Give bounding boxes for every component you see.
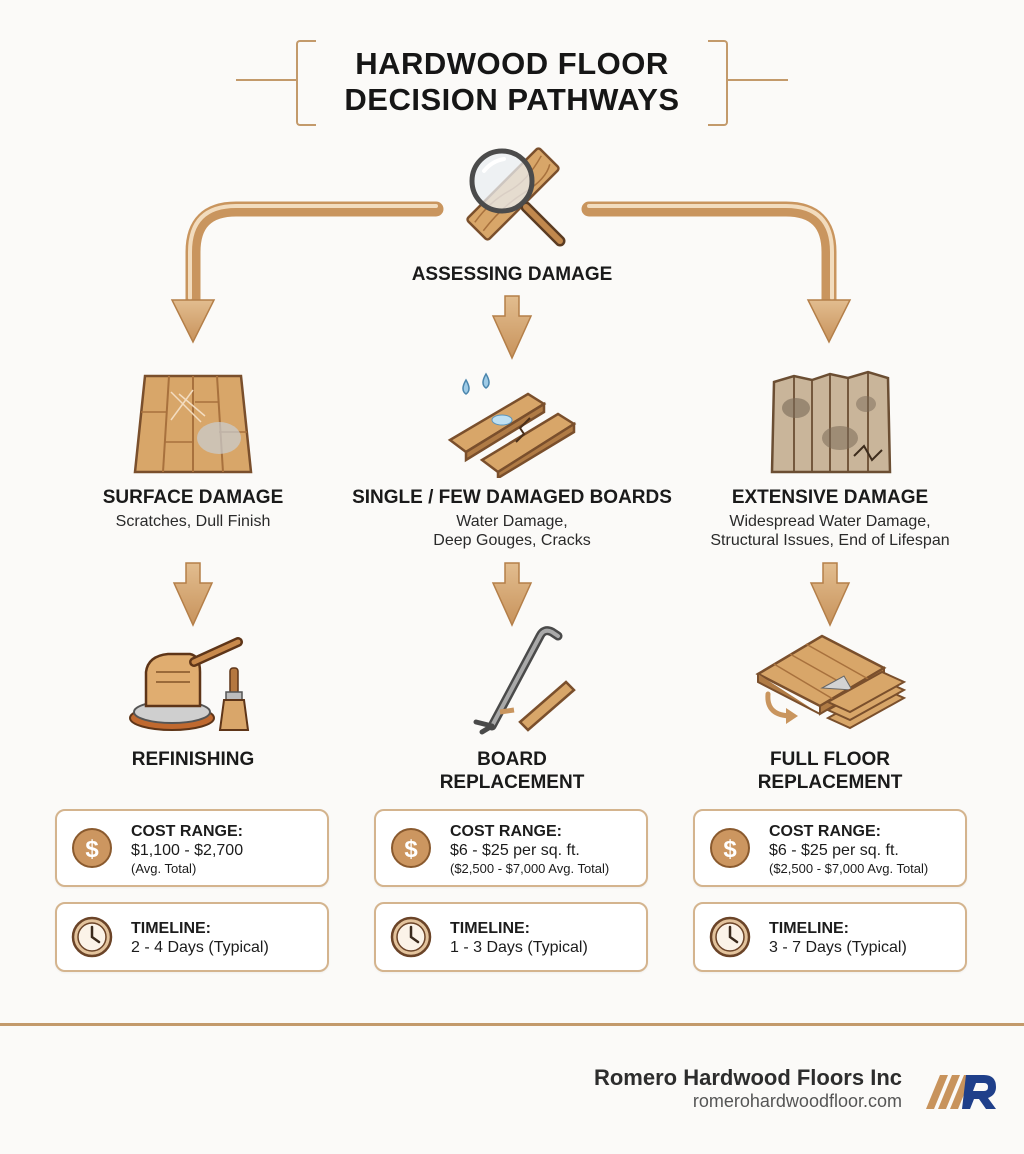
solution-board-line-2: REPLACEMENT (439, 772, 585, 793)
footer-divider (0, 1023, 1024, 1026)
timeline-card-full-floor: TIMELINE: 3 - 7 Days (Typical) (693, 902, 967, 972)
solution-full-floor-line-2: REPLACEMENT (757, 772, 903, 793)
arrow-right-path (581, 201, 837, 308)
arrow-left-path (185, 201, 444, 308)
magnifier-wood-icon (466, 147, 566, 247)
dollar-icon: $ (391, 828, 431, 868)
timeline-heading: TIMELINE: (769, 920, 849, 937)
cost-value: $6 - $25 per sq. ft. (769, 842, 899, 859)
sander-brush-icon (129, 637, 250, 731)
title-line-2: DECISION PATHWAYS (344, 82, 680, 117)
clock-icon (709, 916, 751, 958)
cost-card-full-floor: $ COST RANGE: $6 - $25 per sq. ft. ($2,5… (693, 809, 967, 887)
arrow-head-left (170, 299, 216, 344)
dollar-icon: $ (72, 828, 112, 868)
cost-card-refinishing: $ COST RANGE: $1,100 - $2,700 (Avg. Tota… (55, 809, 329, 887)
title-frame: HARDWOOD FLOOR DECISION PATHWAYS (296, 40, 728, 126)
cost-note: ($2,500 - $7,000 Avg. Total) (769, 861, 929, 876)
cost-card-board: $ COST RANGE: $6 - $25 per sq. ft. ($2,5… (374, 809, 648, 887)
brand-name: Romero Hardwood Floors Inc (593, 1065, 902, 1090)
branch-boards-label: SINGLE / FEW DAMAGED BOARDS (352, 487, 672, 508)
branch-surface-label: SURFACE DAMAGE (102, 487, 284, 508)
timeline-heading: TIMELINE: (450, 920, 530, 937)
root-label: ASSESSING DAMAGE (411, 264, 613, 285)
timeline-heading: TIMELINE: (131, 920, 211, 937)
cost-value: $1,100 - $2,700 (131, 842, 244, 859)
cost-heading: COST RANGE: (450, 823, 562, 840)
branch-surface-desc: Scratches, Dull Finish (115, 513, 271, 530)
brand-block: Romero Hardwood Floors Inc romerohardwoo… (594, 1066, 902, 1112)
rotten-floor-icon (770, 370, 892, 474)
new-floor-planks-icon (755, 634, 907, 730)
water-damaged-boards-icon (447, 372, 577, 478)
dollar-icon: $ (710, 828, 750, 868)
solution-full-floor-label: FULL FLOOR REPLACEMENT (690, 748, 970, 794)
cost-value: $6 - $25 per sq. ft. (450, 842, 580, 859)
arrow-head-right (806, 299, 852, 344)
timeline-value: 2 - 4 Days (Typical) (131, 939, 269, 956)
cost-heading: COST RANGE: (131, 823, 243, 840)
branch-extensive-label: EXTENSIVE DAMAGE (731, 487, 929, 508)
svg-text:$: $ (85, 836, 99, 863)
cost-heading: COST RANGE: (769, 823, 881, 840)
title-rule-right (728, 79, 788, 81)
timeline-value: 1 - 3 Days (Typical) (450, 939, 588, 956)
timeline-value: 3 - 7 Days (Typical) (769, 939, 907, 956)
clock-icon (390, 916, 432, 958)
brand-url[interactable]: romerohardwoodfloor.com (692, 1091, 902, 1111)
branch-boards-desc-2: Deep Gouges, Cracks (433, 532, 591, 549)
arrow-down-right-2 (809, 562, 851, 627)
solution-refinishing-label: REFINISHING (131, 749, 255, 770)
crowbar-board-icon (473, 626, 576, 735)
scratched-floor-icon (133, 374, 253, 474)
title-rule-left (236, 79, 296, 81)
arrow-down-center-2 (491, 562, 533, 627)
timeline-card-refinishing: TIMELINE: 2 - 4 Days (Typical) (55, 902, 329, 972)
cost-note: ($2,500 - $7,000 Avg. Total) (450, 861, 610, 876)
branch-extensive-desc-2: Structural Issues, End of Lifespan (710, 532, 950, 549)
clock-icon (71, 916, 113, 958)
title-line-1: HARDWOOD FLOOR (355, 46, 669, 81)
arrow-down-center-1 (491, 295, 533, 360)
branch-boards-desc-1: Water Damage, (456, 513, 568, 530)
svg-text:$: $ (404, 836, 418, 863)
arrow-down-left-2 (172, 562, 214, 627)
branch-extensive-desc-1: Widespread Water Damage, (729, 513, 931, 530)
solution-board-label: BOARD REPLACEMENT (332, 748, 692, 794)
company-logo-icon (926, 1075, 996, 1109)
solution-board-line-1: BOARD (477, 749, 547, 770)
svg-text:$: $ (723, 836, 737, 863)
cost-note: (Avg. Total) (131, 861, 197, 876)
timeline-card-board: TIMELINE: 1 - 3 Days (Typical) (374, 902, 648, 972)
solution-full-floor-line-1: FULL FLOOR (770, 749, 890, 770)
flow-arrows (170, 201, 852, 627)
page-title: HARDWOOD FLOOR DECISION PATHWAYS (296, 40, 728, 118)
